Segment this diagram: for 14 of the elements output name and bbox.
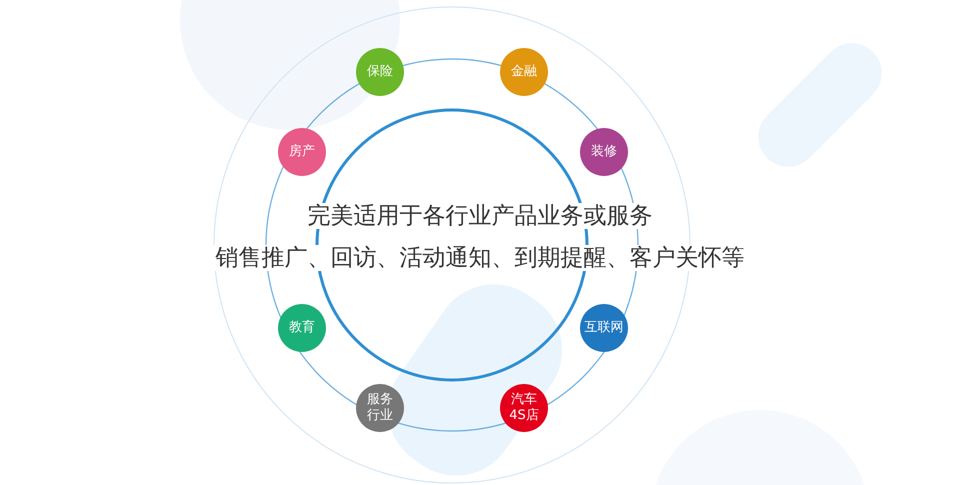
industry-circle bbox=[278, 304, 326, 352]
industry-label: 装修 bbox=[590, 144, 618, 160]
industry-label: 服务行业 bbox=[366, 392, 394, 424]
industry-circle bbox=[580, 304, 628, 352]
industry-label: 房产 bbox=[288, 144, 316, 160]
industry-circle bbox=[500, 48, 548, 96]
industry-circle bbox=[580, 128, 628, 176]
industry-label: 保险 bbox=[366, 64, 394, 80]
industry-circle bbox=[356, 384, 404, 432]
industry-label: 金融 bbox=[510, 64, 538, 80]
industry-circle bbox=[278, 128, 326, 176]
industry-label: 汽车4S店 bbox=[508, 392, 540, 424]
industry-label: 教育 bbox=[288, 320, 316, 336]
industry-label: 互联网 bbox=[584, 320, 624, 336]
